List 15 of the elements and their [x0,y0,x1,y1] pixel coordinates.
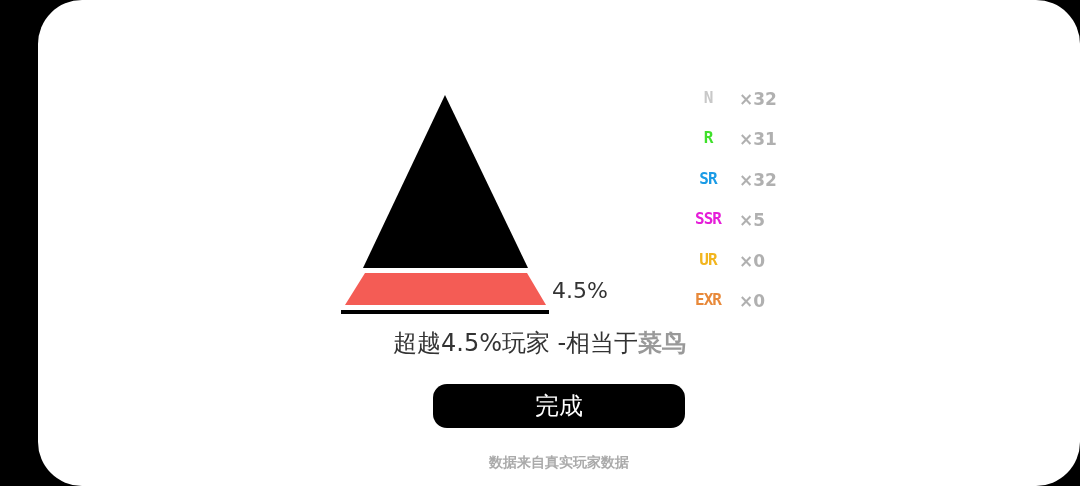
done-button: 完成 [433,384,685,428]
count-label: ×5 [739,212,766,230]
rarity-label: SR [698,170,719,187]
count-label: ×0 [739,252,766,270]
percent-label: 4.5% [552,280,608,302]
count-label: ×32 [739,91,777,108]
count-label: ×32 [739,171,777,189]
result-sentence: 超越4.5%玩家 -相当于菜鸟 [393,331,687,355]
count-label: ×31 [739,131,777,149]
rarity-label: SSR [694,211,723,228]
rarity-label: EXR [694,292,723,308]
rarity-label: UR [698,251,719,268]
count-label: ×0 [739,293,766,310]
source-note: 数据来自真实玩家数据 [488,455,630,469]
rarity-label: R [702,130,714,147]
